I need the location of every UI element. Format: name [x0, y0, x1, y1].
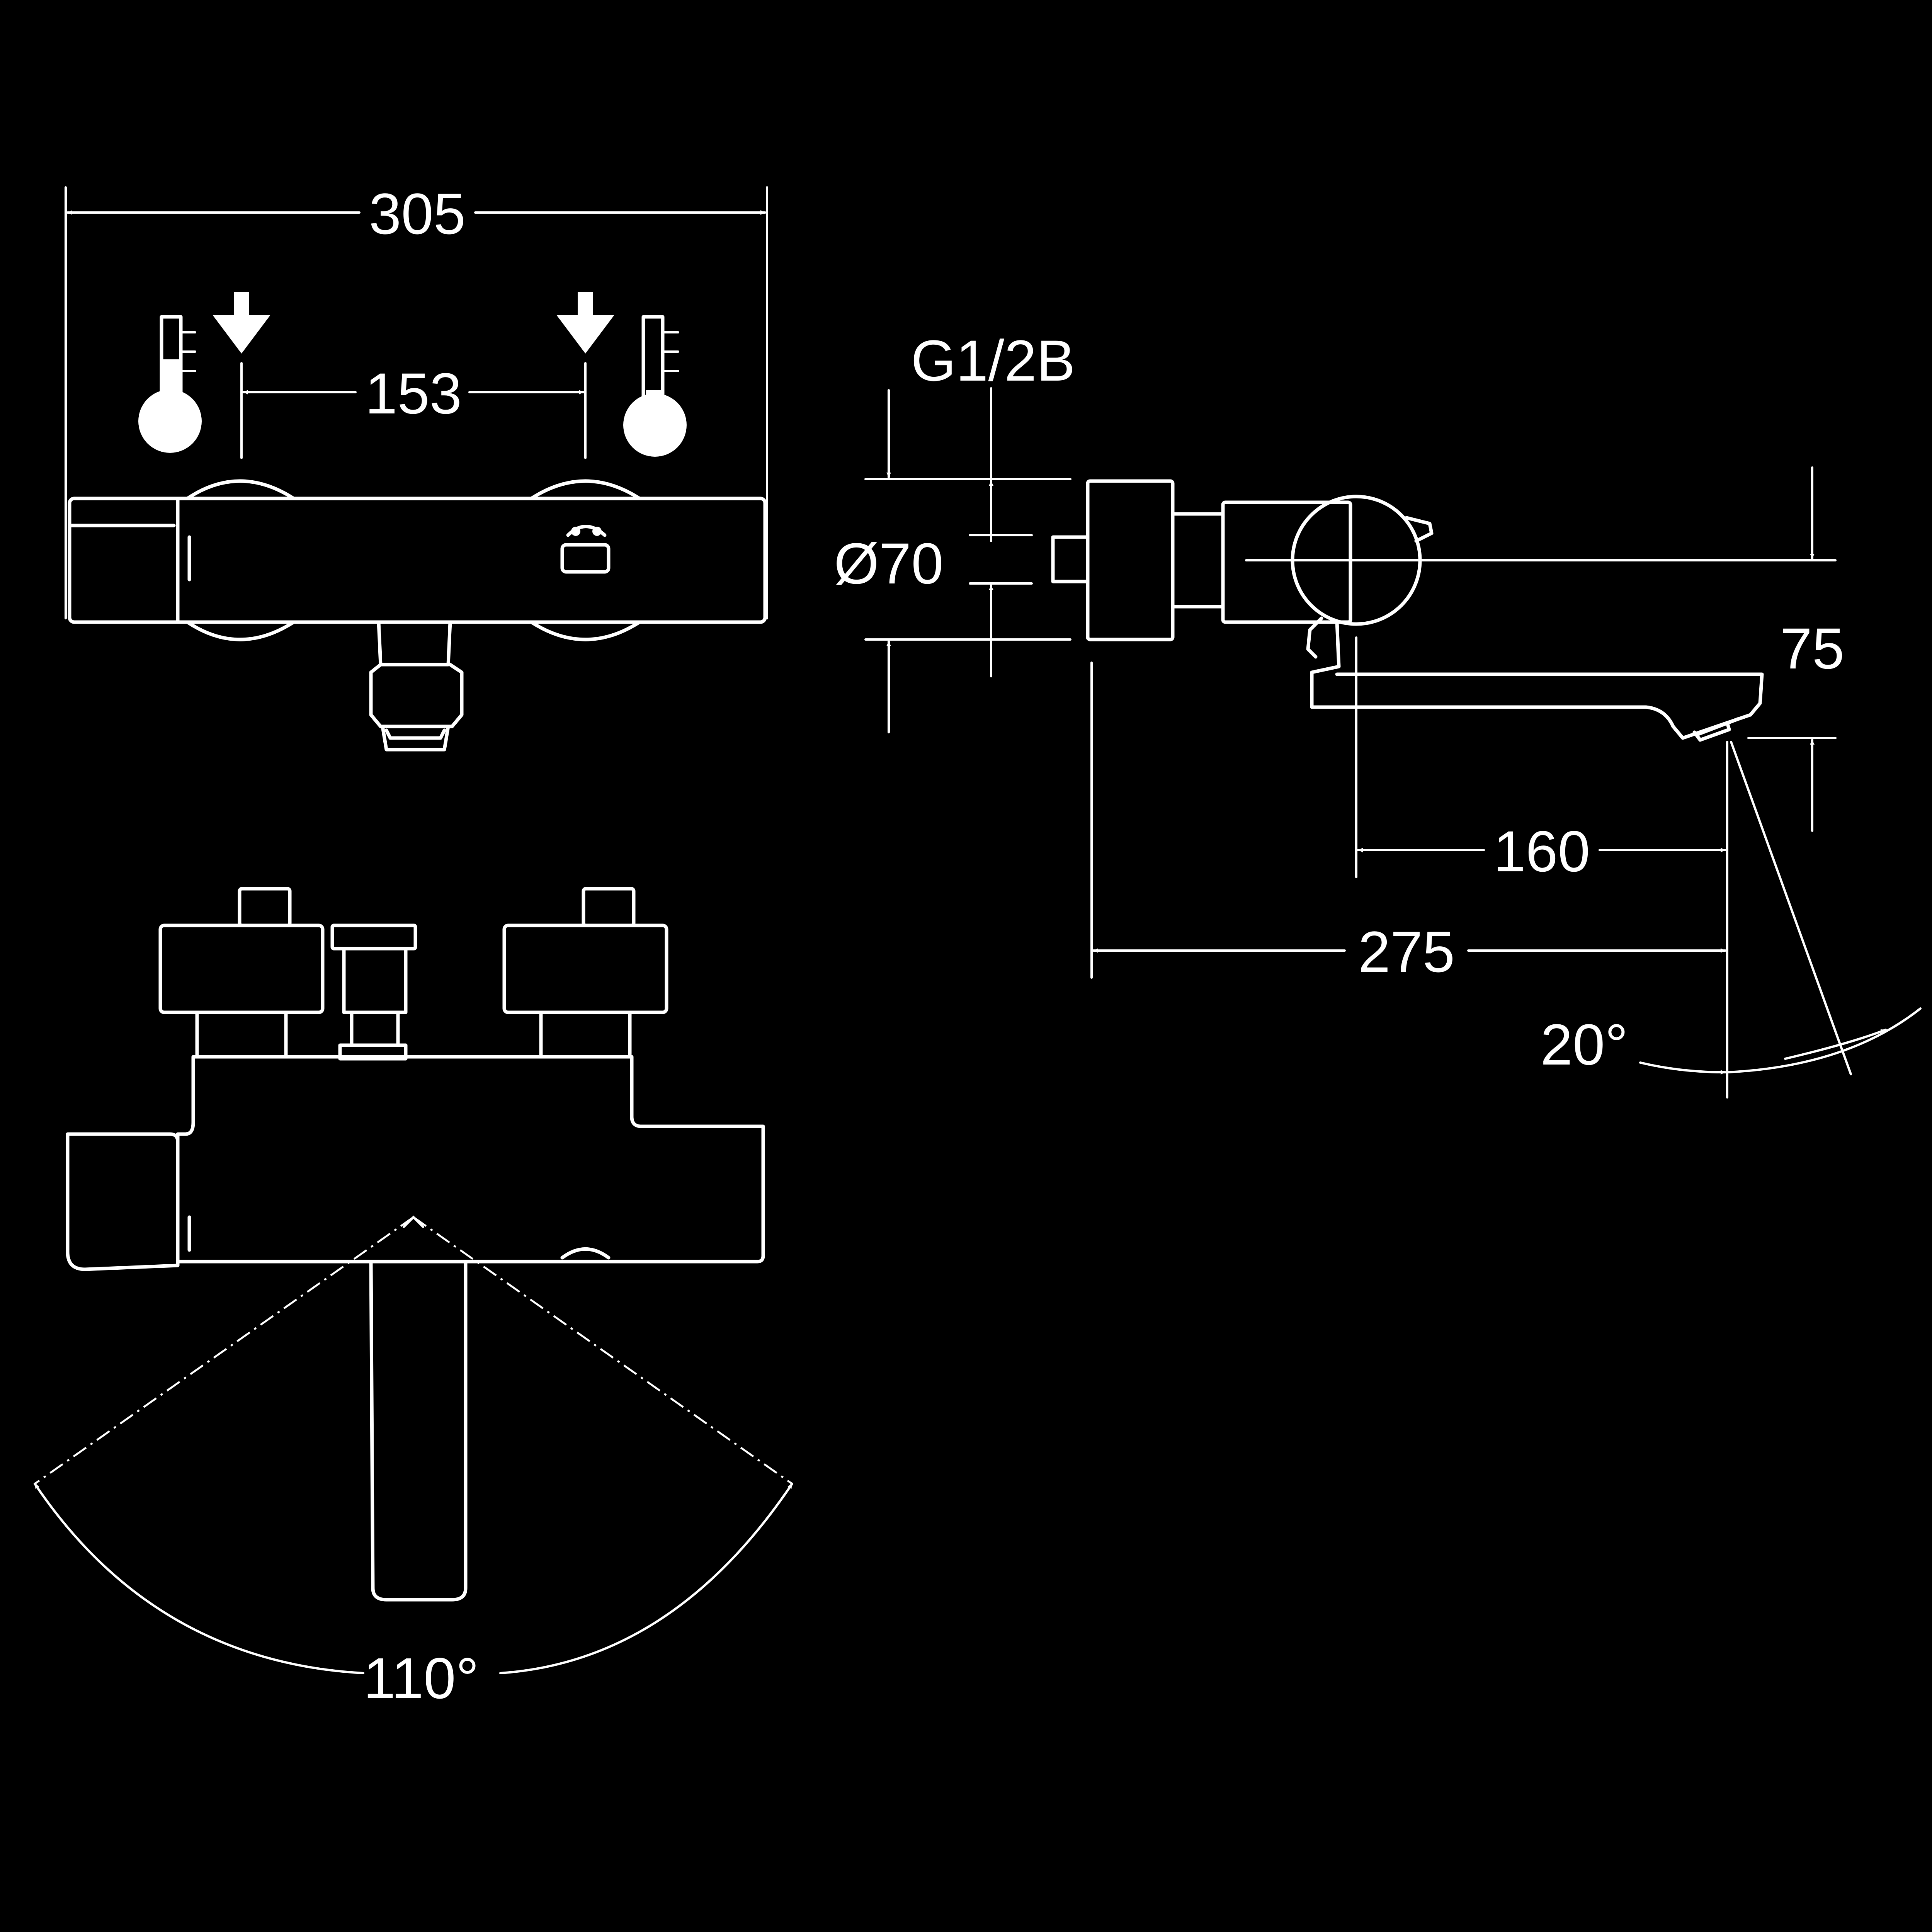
- dim-outlet-height: 75: [1780, 616, 1845, 681]
- thermometer-cold-icon: [623, 315, 687, 457]
- eco-button-icon: [560, 525, 611, 574]
- thermometer-hot-icon: [138, 315, 202, 453]
- mixer-body-front: [68, 497, 767, 624]
- dim-spout-swivel: 110°: [363, 1646, 479, 1711]
- dim-inlet-spacing: 153: [365, 361, 462, 426]
- bottom-outlet: [377, 620, 452, 667]
- dim-overall-width: 305: [369, 181, 466, 246]
- front-view: 305 153: [65, 181, 768, 752]
- dim-line-spout-swivel: [34, 1483, 364, 1674]
- mixer-body-side: [1221, 500, 1352, 624]
- dim-total-projection: 275: [1358, 919, 1455, 984]
- arrow-down-icon: [556, 292, 614, 354]
- side-view: G1/2B Ø70 75: [834, 328, 1922, 1099]
- plan-view: 110°: [34, 887, 793, 1711]
- dim-diameter: Ø70: [834, 531, 944, 596]
- arrow-down-icon: [213, 292, 270, 354]
- dim-thread: G1/2B: [911, 328, 1075, 393]
- spout-plan: [369, 1260, 468, 1602]
- wall-rosette: [1086, 479, 1175, 641]
- mixer-body-plan: [176, 1055, 765, 1264]
- dim-spout-reach: 160: [1493, 819, 1590, 884]
- spout-side: [1310, 620, 1764, 740]
- dim-spout-tilt: 20°: [1541, 1012, 1628, 1077]
